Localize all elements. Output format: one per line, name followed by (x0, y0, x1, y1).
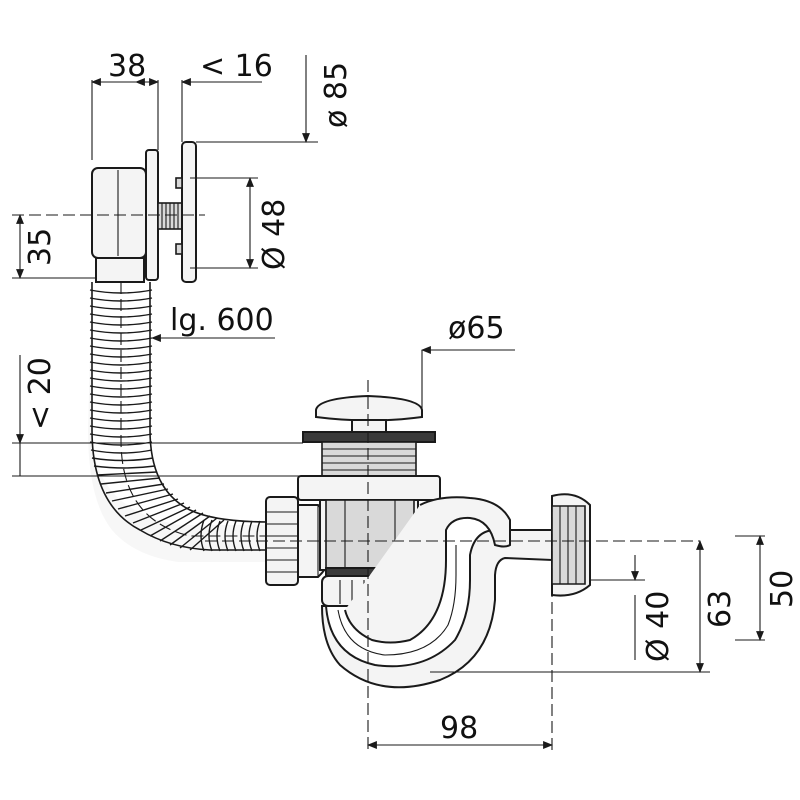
dim-35: 35 (23, 228, 58, 266)
dim-65: ø65 (448, 311, 505, 346)
overflow-head (91, 141, 197, 283)
dim-98: 98 (440, 711, 478, 746)
dim-63: 63 (703, 590, 738, 628)
dim-38: 38 (108, 49, 146, 84)
trap (320, 493, 591, 689)
dim-lg600: lg. 600 (170, 303, 274, 338)
dimension-lines (12, 55, 765, 750)
dim-16: < 16 (200, 49, 273, 84)
dim-20: < 20 (23, 357, 58, 430)
dim-48: Ø 48 (257, 199, 292, 270)
dim-40: Ø 40 (641, 591, 676, 662)
dim-50: 50 (765, 570, 800, 608)
dim-85: ø 85 (319, 62, 354, 128)
